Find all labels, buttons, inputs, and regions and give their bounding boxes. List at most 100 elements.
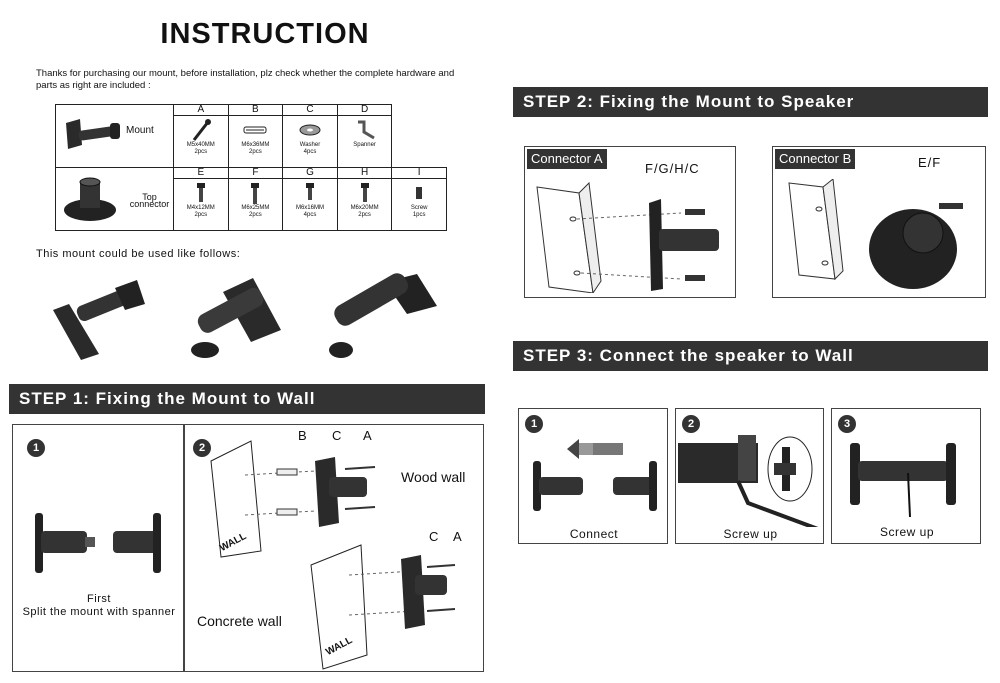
part-c: Washer 4pcs: [282, 115, 338, 168]
step-number: 2: [682, 415, 700, 433]
set-screw-icon: [416, 187, 423, 199]
label-c: C: [332, 428, 343, 443]
part-d: Spanner: [336, 115, 393, 168]
label-c2: C: [429, 529, 440, 544]
step3-header: STEP 3: Connect the speaker to Wall: [513, 341, 988, 371]
label-a: A: [363, 428, 373, 443]
part-letter: C: [282, 104, 338, 116]
intro-text: Thanks for purchasing our mount, before …: [36, 68, 455, 91]
top-connector-image: [64, 177, 116, 221]
label-a2: A: [453, 529, 463, 544]
screw-codes-a: F/G/H/C: [645, 161, 700, 176]
concrete-wall-label: Concrete wall: [197, 613, 282, 629]
part-qty: 2pcs: [194, 149, 208, 155]
connector-a-diagram: [536, 181, 719, 293]
top-connector-row-head: Top connector: [55, 167, 174, 231]
part-letter: A: [173, 104, 229, 116]
step3-panel-3: 3 Screw up: [831, 408, 981, 544]
connector-b-panel: Connector B E/F: [772, 146, 986, 298]
part-name: M6x25MM: [241, 205, 270, 211]
connector-b-diagram: [788, 179, 963, 289]
part-letter: I: [391, 167, 447, 179]
split-mount-image: [35, 513, 161, 573]
usage-mount-1: [53, 280, 145, 360]
part-name: M5x40MM: [186, 142, 215, 148]
bolt-icon: [360, 183, 369, 202]
label-b: B: [298, 428, 308, 443]
step3-panel-1: 1 Connect: [518, 408, 668, 544]
part-letter: F: [227, 167, 284, 179]
caption-connect: Connect: [569, 527, 619, 541]
arrow-left-icon: [567, 439, 579, 459]
step-number: 2: [193, 439, 211, 457]
caption-split: Split the mount with spanner: [22, 606, 176, 618]
part-qty: 2pcs: [358, 212, 371, 218]
part-qty: 4pcs: [303, 212, 317, 218]
part-name: Spanner: [353, 142, 376, 148]
part-qty: 1pcs: [412, 212, 426, 218]
part-letter: B: [227, 104, 284, 116]
caption-first: First: [87, 593, 111, 605]
screw-codes-b: E/F: [918, 155, 942, 170]
part-f: M6x25MM 2pcs: [227, 178, 284, 231]
uses-text: This mount could be used like follows:: [36, 248, 241, 260]
mount-row-head: Mount: [55, 104, 174, 168]
mount-label: Mount: [126, 125, 154, 136]
connector-a-label: Connector A: [527, 149, 607, 169]
bolt-icon: [196, 183, 205, 202]
part-letter: H: [336, 167, 393, 179]
spanner-icon: [357, 120, 375, 140]
step-number: 3: [838, 415, 856, 433]
step-number: 1: [27, 439, 45, 457]
assembled-mount-diagram: [850, 443, 956, 518]
step1-panel-1: 1 First Split the mount with spanner: [12, 424, 184, 672]
part-b: M6x36MM 2pcs: [227, 115, 284, 168]
washer-icon: [299, 124, 321, 136]
step-number: 1: [525, 415, 543, 433]
step1-panel-2: 2 B C A WALL Wood wall Concrete wall C A…: [184, 424, 484, 672]
connector-a-panel: Connector A F/G/H/C: [524, 146, 736, 298]
connect-diagram: [533, 439, 657, 511]
part-name: M6x36MM: [241, 142, 270, 148]
part-letter: D: [336, 104, 393, 116]
usage-images: [53, 273, 437, 360]
part-h: M6x20MM 2pcs: [336, 178, 393, 231]
part-letter: G: [282, 167, 338, 179]
part-letter: E: [173, 167, 229, 179]
bolt-icon: [305, 183, 314, 200]
step2-header: STEP 2: Fixing the Mount to Speaker: [513, 87, 988, 117]
hardware-table: Mount A B C D M5x40MM 2pcs M6x36MM 2pcs …: [55, 104, 447, 231]
concrete-wall-diagram: [310, 544, 456, 670]
caption-screw-up: Screw up: [723, 527, 778, 541]
page-title: INSTRUCTION: [160, 18, 370, 50]
part-g: M6x16MM 4pcs: [282, 178, 338, 231]
part-name: M6x16MM: [295, 205, 324, 211]
part-a: M5x40MM 2pcs: [173, 115, 229, 168]
wall-anchor-icon: [243, 126, 267, 134]
step1-header: STEP 1: Fixing the Mount to Wall: [9, 384, 485, 414]
usage-mount-2: [191, 278, 281, 358]
usage-mount-3: [329, 273, 437, 358]
wood-wall-diagram: [210, 440, 376, 558]
part-i: Screw 1pcs: [391, 178, 447, 231]
mount-image: [66, 119, 120, 149]
caption-screw-up: Screw up: [879, 525, 935, 539]
wood-wall-label: Wood wall: [401, 469, 466, 485]
part-qty: 2pcs: [249, 149, 262, 155]
empty-cell: [392, 105, 447, 116]
bolt-icon: [251, 183, 260, 204]
screw-icon: [192, 119, 211, 141]
screw-up-diagram: [678, 435, 819, 527]
part-qty: 4pcs: [303, 149, 317, 155]
top-connector-label: Top connector: [129, 192, 170, 209]
part-qty: 2pcs: [249, 212, 262, 218]
part-name: Washer: [299, 142, 321, 148]
empty-cell: [392, 116, 447, 168]
connector-b-label: Connector B: [775, 149, 856, 169]
part-name: M6x20MM: [350, 205, 379, 211]
step3-panel-2: 2 Screw up: [675, 408, 824, 544]
part-name: M4x12MM: [186, 205, 215, 211]
part-name: Screw: [410, 205, 428, 211]
part-e: M4x12MM 2pcs: [173, 178, 229, 231]
part-qty: 2pcs: [194, 212, 208, 218]
